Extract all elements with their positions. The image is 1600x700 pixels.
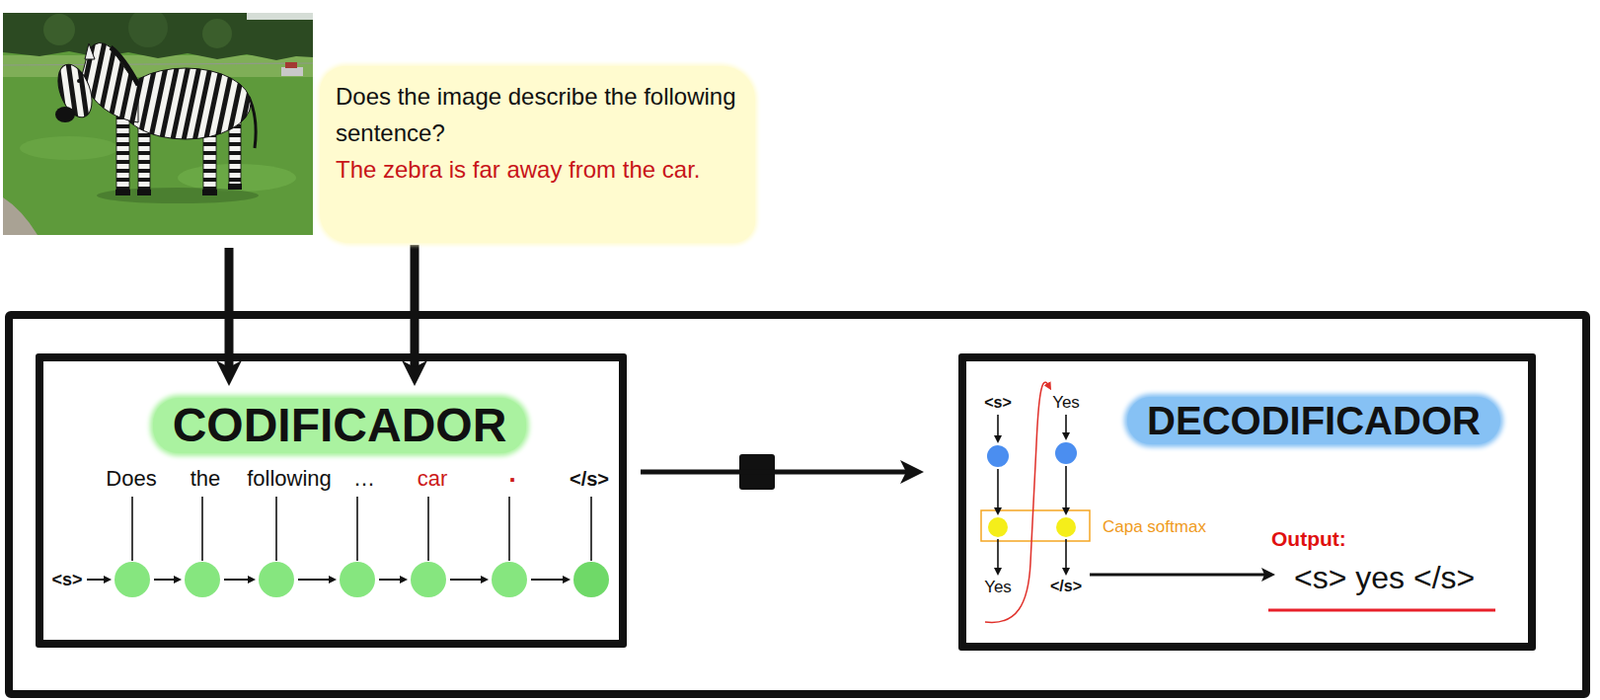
state-arrow	[379, 578, 402, 581]
decoder-cell	[987, 445, 1009, 467]
output-sequence: <s> yes </s>	[1294, 559, 1475, 597]
input-token: …	[353, 465, 376, 491]
flow-arrow	[996, 414, 999, 438]
state-arrow	[86, 578, 106, 581]
flow-arrow	[1065, 465, 1067, 510]
input-line	[201, 496, 204, 561]
zebra-hoof	[115, 189, 131, 196]
zebra-hoof	[202, 189, 218, 196]
encoder-rnn	[86, 496, 610, 598]
state-arrow	[450, 578, 483, 581]
encoder-cell	[258, 561, 295, 598]
decoder-rnn	[981, 381, 1496, 622]
zebra-leg	[116, 116, 130, 194]
zebra-eye	[76, 78, 81, 83]
end-token: </s>	[1050, 577, 1082, 596]
prompt-bubble: Does the image describe the following se…	[319, 66, 756, 243]
state-arrow	[531, 578, 565, 581]
start-token: <s>	[984, 393, 1012, 412]
zebra-photo	[2, 12, 313, 235]
state-arrow	[224, 578, 250, 581]
input-token: the	[190, 465, 222, 491]
input-token: car	[417, 465, 449, 491]
encoder-box: CODIFICADOR	[35, 353, 627, 648]
input-line	[427, 496, 430, 561]
zebra-hoof	[228, 183, 242, 190]
zebra-mane	[110, 47, 139, 85]
statement-text: The zebra is far away from the car.	[335, 151, 744, 188]
output-arrow	[1089, 573, 1268, 577]
grass-patch	[19, 136, 119, 160]
model-frame	[8, 314, 1587, 694]
flow-arrow	[1065, 414, 1067, 435]
decoder-cell	[1055, 442, 1077, 464]
softmax-layer	[981, 510, 1090, 541]
decoder-input: Yes	[1052, 392, 1080, 413]
input-line	[356, 496, 359, 561]
context-arrow	[640, 469, 911, 475]
state-arrow	[153, 578, 176, 581]
softmax-unit	[1056, 517, 1076, 537]
car	[285, 62, 298, 69]
encoder-title: CODIFICADOR	[152, 397, 528, 454]
encoder-cell	[573, 561, 610, 598]
input-line	[275, 496, 278, 561]
car	[281, 67, 304, 77]
decoder-box: DECODIFICADOR	[958, 353, 1536, 651]
encoder-cell	[410, 561, 447, 598]
flow-arrow	[996, 538, 999, 570]
output-heading: Output:	[1271, 527, 1347, 551]
zebra-head	[51, 60, 98, 123]
flow-arrow	[996, 468, 999, 510]
encoder-cell	[339, 561, 376, 598]
encoder-cell	[114, 561, 151, 598]
zebra-ear	[84, 43, 95, 60]
zebra-hoof	[137, 189, 152, 196]
input-line	[590, 496, 593, 561]
tree-crown	[202, 18, 232, 49]
decoder-output: Yes	[984, 577, 1012, 598]
input-line	[508, 496, 511, 561]
input-token: Does	[105, 465, 156, 491]
decoder-title: DECODIFICADOR	[1127, 396, 1501, 445]
encoder-cell	[184, 561, 221, 598]
question-text: Does the image describe the following se…	[335, 77, 744, 152]
feedback-curve	[985, 381, 1049, 622]
grass	[2, 12, 313, 235]
gravel	[2, 197, 38, 235]
input-token: following	[246, 465, 332, 491]
softmax-unit	[988, 517, 1008, 537]
zebra-body	[120, 68, 251, 140]
output-underline	[1268, 609, 1496, 612]
encoder-cell	[491, 561, 528, 598]
tree-crown	[128, 12, 168, 48]
state-arrow	[298, 578, 331, 581]
zebra-muzzle	[55, 106, 76, 123]
tree-crown	[43, 13, 76, 46]
input-token: .	[508, 458, 516, 489]
softmax-label: Capa softmax	[1102, 517, 1207, 537]
image-input-arrow	[225, 247, 234, 373]
start-token: <s>	[51, 569, 82, 591]
connectors	[414, 244, 911, 472]
zebra-shadow	[96, 187, 259, 204]
end-token: </s>	[569, 467, 610, 491]
flow-arrow	[1065, 538, 1067, 570]
fence	[2, 63, 313, 66]
prompt-input-arrow	[410, 244, 420, 373]
input-line	[131, 496, 134, 561]
